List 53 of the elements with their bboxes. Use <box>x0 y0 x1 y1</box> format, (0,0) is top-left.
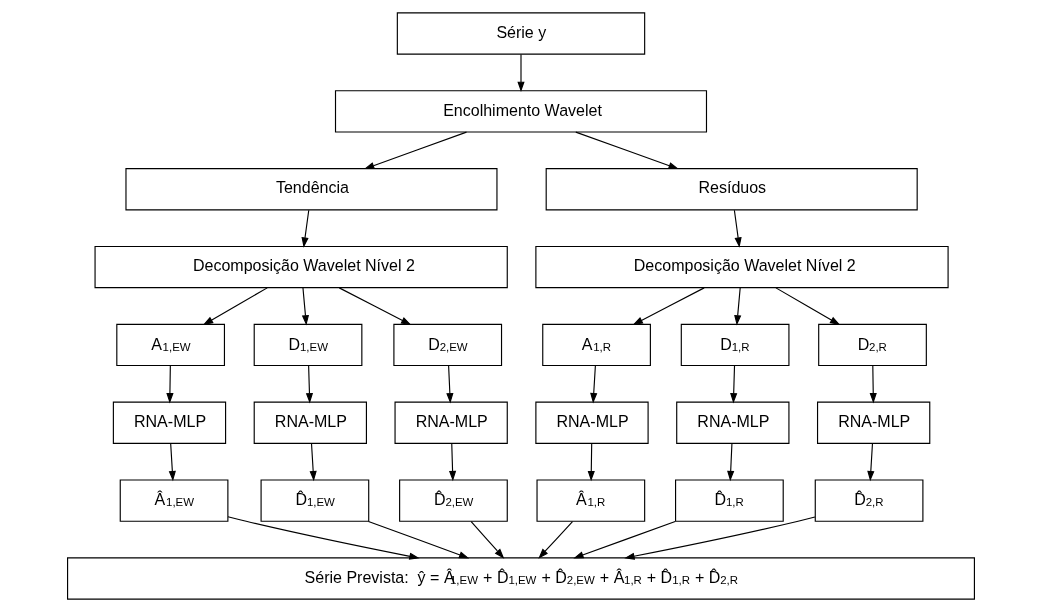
node-box: RNA-MLP <box>112 401 226 444</box>
arrow <box>305 365 313 404</box>
arrow <box>363 131 467 170</box>
node-box: D̂1,R <box>674 479 784 522</box>
arrow <box>623 516 815 560</box>
arrow <box>445 365 453 404</box>
node-box: D1,EW <box>253 323 362 367</box>
node-box: RNA-MLP <box>534 401 649 444</box>
node-box: RNA-MLP <box>393 401 508 444</box>
node-box: A1,R <box>541 323 651 367</box>
arrow <box>165 365 174 404</box>
arrow <box>309 443 317 482</box>
node-box: Encolhimento Wavelet <box>334 90 707 133</box>
node-box: RNA-MLP <box>675 401 789 444</box>
node-box: D̂2,EW <box>398 479 508 522</box>
node-box: Â1,R <box>535 479 645 522</box>
node-box: RNA-MLP <box>253 401 367 444</box>
arrow <box>537 521 573 559</box>
node-box: Resíduos <box>545 168 918 211</box>
arrow <box>338 287 411 326</box>
node-box: Â1,EW <box>119 479 228 522</box>
node-box: A1,EW <box>115 323 225 367</box>
arrow <box>574 131 679 170</box>
arrow <box>448 443 456 482</box>
arrow <box>733 287 741 326</box>
node-box: D2,R <box>817 323 927 367</box>
arrow <box>774 287 840 326</box>
node-box: D1,R <box>680 323 789 367</box>
node-box: D2,EW <box>392 323 502 367</box>
node-box: Decomposição Wavelet Nível 2 <box>534 245 949 289</box>
arrow <box>301 287 309 326</box>
arrow <box>367 520 469 559</box>
arrow <box>516 53 525 92</box>
arrow <box>202 287 268 326</box>
arrow <box>726 443 734 482</box>
arrow <box>869 365 877 404</box>
arrow <box>632 287 705 326</box>
arrow <box>470 521 504 559</box>
node-box: D̂2,R <box>814 479 923 522</box>
node-box: D̂1,EW <box>260 479 369 522</box>
arrow <box>587 443 595 482</box>
arrow <box>300 209 309 248</box>
arrow <box>589 365 597 404</box>
node-box: Tendência <box>124 168 498 211</box>
node-box: RNA-MLP <box>816 401 930 444</box>
arrow <box>729 365 737 404</box>
node-box: Série y <box>396 12 645 55</box>
arrow <box>733 209 742 248</box>
node-box: Decomposição Wavelet Nível 2 <box>94 245 508 289</box>
arrow <box>866 443 874 482</box>
arrow <box>572 520 676 559</box>
arrow <box>226 516 420 560</box>
arrow <box>168 443 176 482</box>
